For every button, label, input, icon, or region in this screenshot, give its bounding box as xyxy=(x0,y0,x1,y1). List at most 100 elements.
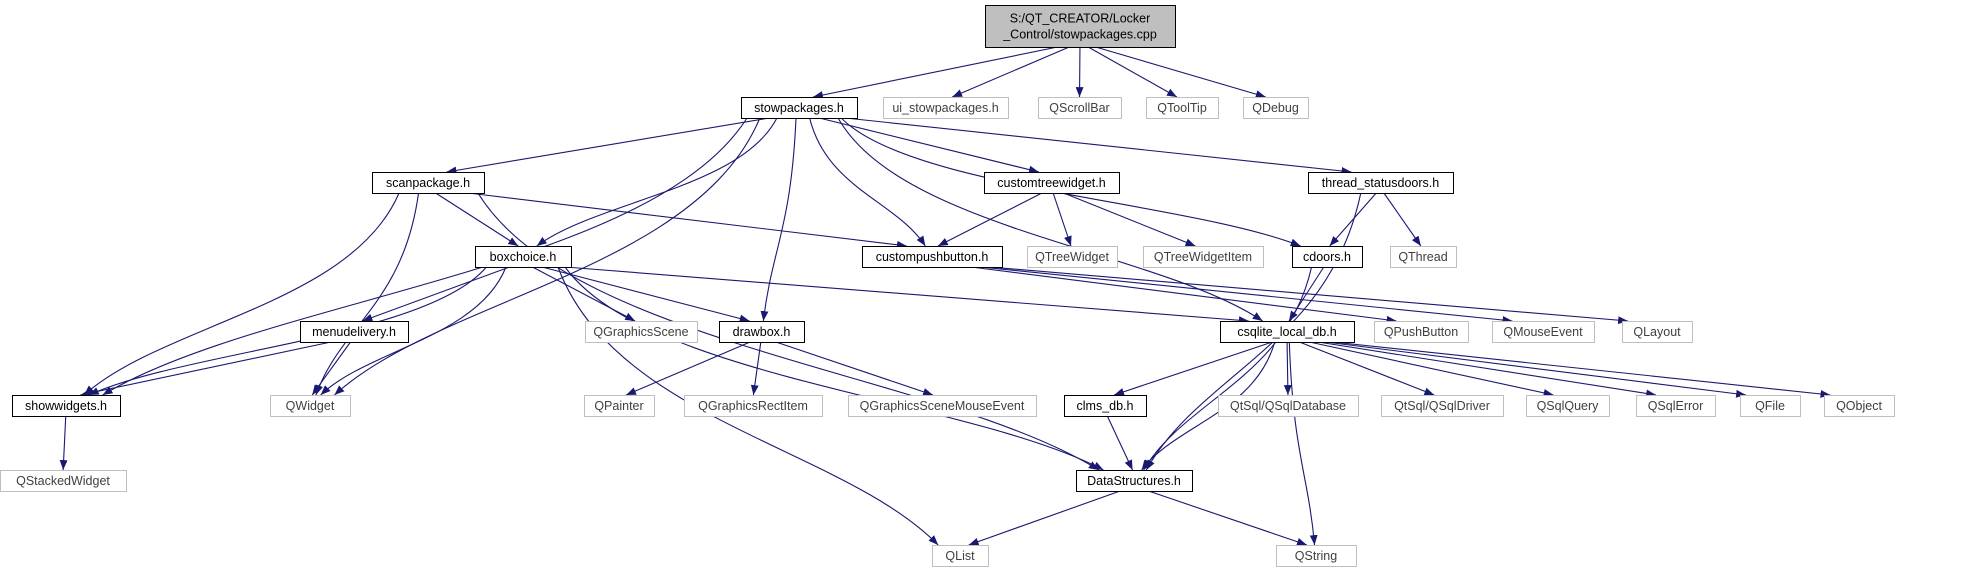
node-showwidgets-h[interactable]: showwidgets.h xyxy=(12,395,121,417)
node-stowpackages-h[interactable]: stowpackages.h xyxy=(741,97,858,119)
node-label: QGraphicsSceneMouseEvent xyxy=(860,399,1025,413)
node-box xyxy=(585,321,698,343)
node-custompushbutton-h[interactable]: custompushbutton.h xyxy=(862,246,1003,268)
edge-clms-db-h-to-datastructures-h xyxy=(1106,415,1134,471)
node-label: QStackedWidget xyxy=(16,474,110,488)
node-label: QLayout xyxy=(1633,325,1681,339)
node-qtreewidget[interactable]: QTreeWidget xyxy=(1027,246,1118,268)
edge-path xyxy=(819,117,1040,174)
edge-path xyxy=(1299,341,1435,396)
node-box xyxy=(475,246,572,268)
edge-scanpackage-h-to-showwidgets-h xyxy=(83,192,400,396)
node-customtreewidget-h[interactable]: customtreewidget.h xyxy=(984,172,1120,194)
edge-path xyxy=(1325,341,1747,398)
edge-path xyxy=(315,192,420,396)
edge-stowpackages-h-to-drawbox-h xyxy=(760,117,797,322)
node-label: QTreeWidget xyxy=(1035,250,1109,264)
node-label: QtSql/QSqlDatabase xyxy=(1230,399,1346,413)
edge-stowpackages-h-to-qwidget xyxy=(334,117,761,396)
node-box xyxy=(1220,321,1355,343)
edge-path xyxy=(971,266,1397,324)
edge-csqlite-local-db-h-to-qstring xyxy=(1288,341,1318,546)
edge-path xyxy=(102,117,748,396)
node-label: menudelivery.h xyxy=(312,325,396,339)
node-datastructures-h[interactable]: DataStructures.h xyxy=(1076,470,1193,492)
node-qthread[interactable]: QThread xyxy=(1390,246,1457,268)
node-qgraphicsrectitem[interactable]: QGraphicsRectItem xyxy=(684,395,823,417)
edge-customtreewidget-h-to-qtreewidgetitem xyxy=(1063,192,1196,247)
node-qtreewidgetitem[interactable]: QTreeWidgetItem xyxy=(1143,246,1264,268)
node-label: QThread xyxy=(1398,250,1447,264)
node-qstring[interactable]: QString xyxy=(1276,545,1357,567)
node-qobject[interactable]: QObject xyxy=(1824,395,1895,417)
edge-path xyxy=(1143,266,1313,471)
node-qpushbutton[interactable]: QPushButton xyxy=(1374,321,1469,343)
edge-path xyxy=(937,192,1043,247)
node-box xyxy=(1027,246,1118,268)
node-qtooltip[interactable]: QToolTip xyxy=(1146,97,1219,119)
node-qpainter[interactable]: QPainter xyxy=(584,395,655,417)
node-label: QTreeWidgetItem xyxy=(1154,250,1252,264)
node-box xyxy=(862,246,1003,268)
node-box xyxy=(1276,545,1357,567)
edge-path xyxy=(446,117,770,175)
node-qmouseevent[interactable]: QMouseEvent xyxy=(1492,321,1595,343)
node-clms-db-h[interactable]: clms_db.h xyxy=(1064,395,1147,417)
edge-scanpackage-h-to-custompushbutton-h xyxy=(468,192,907,249)
edge-path xyxy=(334,117,761,396)
edge-path xyxy=(760,117,797,322)
node-drawbox-h[interactable]: drawbox.h xyxy=(719,321,805,343)
edge-scanpackage-h-to-qwidget xyxy=(315,192,420,396)
node-box xyxy=(1636,395,1716,417)
node-label: scanpackage.h xyxy=(386,176,470,190)
node-qsqlerror[interactable]: QSqlError xyxy=(1636,395,1716,417)
node-qtsql-qsqldatabase[interactable]: QtSql/QSqlDatabase xyxy=(1218,395,1359,417)
edge-path xyxy=(564,266,1104,471)
node-scanpackage-h[interactable]: scanpackage.h xyxy=(372,172,485,194)
node-qdebug[interactable]: QDebug xyxy=(1243,97,1309,119)
node-label: QWidget xyxy=(286,399,335,413)
edge-csqlite-local-db-h-to-datastructures-h xyxy=(1141,341,1276,471)
node-qgraphicsscene[interactable]: QGraphicsScene xyxy=(585,321,698,343)
edge-path xyxy=(1052,192,1072,247)
node-label: QScrollBar xyxy=(1049,101,1109,115)
node-qstackedwidget[interactable]: QStackedWidget xyxy=(0,470,127,492)
node-box xyxy=(1526,395,1610,417)
node-csqlite-local-db-h[interactable]: csqlite_local_db.h xyxy=(1220,321,1355,343)
edge-root-to-qdebug xyxy=(1095,46,1266,99)
node-root[interactable]: S:/QT_CREATOR/Locker_Control/stowpackage… xyxy=(985,5,1176,48)
edge-path xyxy=(88,266,487,396)
edge-path xyxy=(809,117,926,247)
node-qwidget[interactable]: QWidget xyxy=(270,395,351,417)
node-qsqlquery[interactable]: QSqlQuery xyxy=(1526,395,1610,417)
node-box xyxy=(270,395,351,417)
node-box xyxy=(719,321,805,343)
edge-path xyxy=(435,192,519,247)
node-qlayout[interactable]: QLayout xyxy=(1622,321,1693,343)
node-boxchoice-h[interactable]: boxchoice.h xyxy=(475,246,572,268)
node-label: QPainter xyxy=(594,399,643,413)
node-qlist[interactable]: QList xyxy=(932,545,989,567)
node-box xyxy=(1146,97,1219,119)
node-label: QString xyxy=(1295,549,1337,563)
node-label: ui_stowpackages.h xyxy=(892,101,998,115)
edge-path xyxy=(1148,490,1308,546)
edge-drawbox-h-to-qpainter xyxy=(625,341,751,396)
node-qscrollbar[interactable]: QScrollBar xyxy=(1038,97,1122,119)
node-thread-statusdoors-h[interactable]: thread_statusdoors.h xyxy=(1308,172,1454,194)
node-qgraphicsscenemouseevent[interactable]: QGraphicsSceneMouseEvent xyxy=(848,395,1037,417)
node-box xyxy=(1740,395,1801,417)
node-cdoors-h[interactable]: cdoors.h xyxy=(1292,246,1363,268)
edge-path xyxy=(775,341,934,396)
edge-stowpackages-h-to-showwidgets-h xyxy=(102,117,748,396)
node-menudelivery-h[interactable]: menudelivery.h xyxy=(300,321,409,343)
edge-path xyxy=(1063,192,1196,247)
node-qtsql-qsqldriver[interactable]: QtSql/QSqlDriver xyxy=(1381,395,1504,417)
edge-boxchoice-h-to-menudelivery-h xyxy=(362,266,510,322)
node-label: QSqlQuery xyxy=(1537,399,1600,413)
edge-path xyxy=(625,341,751,396)
edge-custompushbutton-h-to-qpushbutton xyxy=(971,266,1397,324)
node-ui-stowpackages-h[interactable]: ui_stowpackages.h xyxy=(883,97,1009,119)
node-qfile[interactable]: QFile xyxy=(1740,395,1801,417)
